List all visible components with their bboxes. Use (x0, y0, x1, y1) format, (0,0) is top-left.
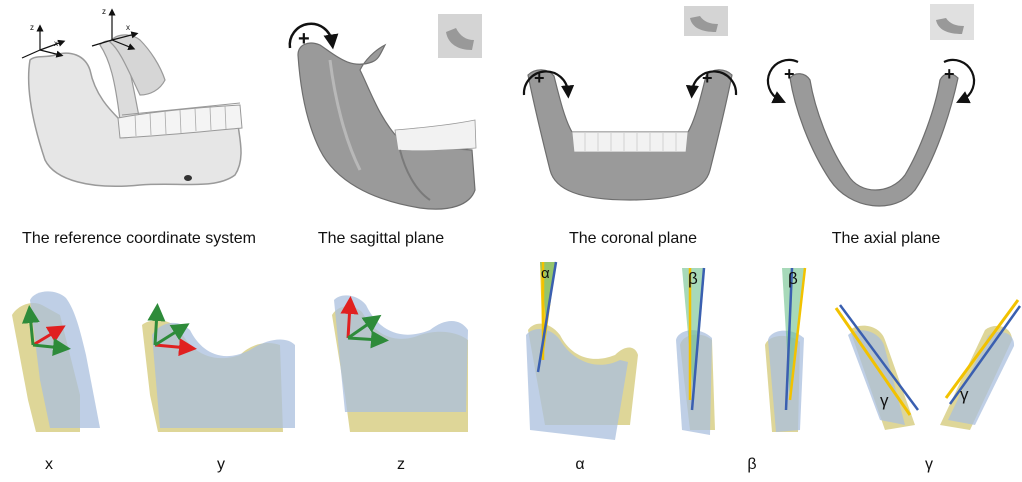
label-gamma: γ (925, 456, 933, 473)
condyle-overlay-z (332, 295, 468, 432)
coronal-mandible (527, 69, 733, 201)
axial-plus-left: + (784, 64, 795, 84)
angle-label-beta-right: β (788, 269, 798, 288)
label-y: y (217, 456, 225, 473)
angle-label-gamma-left: γ (880, 391, 889, 410)
mandible-3d-illustration (27, 34, 243, 188)
condyle-overlay-alpha (526, 261, 638, 440)
condyle-overlay-y (142, 303, 295, 432)
label-z: z (397, 456, 405, 473)
caption-axial: The axial plane (831, 230, 941, 247)
sagittal-rotation-arrow (288, 22, 339, 50)
condyle-overlay-x (12, 291, 100, 432)
caption-reference: The reference coordinate system (22, 230, 256, 247)
axis-letter-z-left: z (30, 23, 34, 32)
axis-letter-x-right: x (126, 23, 130, 32)
label-x: x (45, 456, 53, 473)
axial-plus-right: + (944, 64, 955, 84)
coronal-plus-left: + (534, 68, 545, 88)
label-alpha: α (575, 456, 585, 473)
sagittal-plus: + (298, 28, 310, 50)
axis-letter-x-left: x (54, 39, 58, 48)
sagittal-thumbnail (438, 14, 482, 58)
condyle-overlay-beta-right (765, 267, 807, 432)
condyle-overlay-gamma-right (940, 299, 1022, 430)
condyle-overlay-beta-left (676, 267, 715, 435)
coordinate-axes-left (21, 24, 66, 59)
coordinate-axes-right (91, 8, 139, 51)
axial-thumbnail (930, 4, 974, 40)
label-beta: β (747, 456, 757, 473)
caption-coronal: The coronal plane (568, 230, 698, 247)
axial-mandible (789, 73, 959, 207)
sagittal-mandible (297, 42, 477, 210)
angle-label-gamma-right: γ (960, 385, 969, 404)
angle-label-alpha: α (541, 265, 550, 282)
coronal-plus-right: + (702, 68, 713, 88)
condyle-overlay-gamma-left (834, 304, 920, 430)
caption-sagittal: The sagittal plane (317, 230, 445, 247)
coronal-rotation-arrows (522, 70, 738, 99)
angle-label-beta-left: β (688, 269, 698, 288)
axial-rotation-arrows (766, 58, 976, 104)
axis-letter-z-right: z (102, 7, 106, 16)
coronal-thumbnail (684, 6, 728, 36)
